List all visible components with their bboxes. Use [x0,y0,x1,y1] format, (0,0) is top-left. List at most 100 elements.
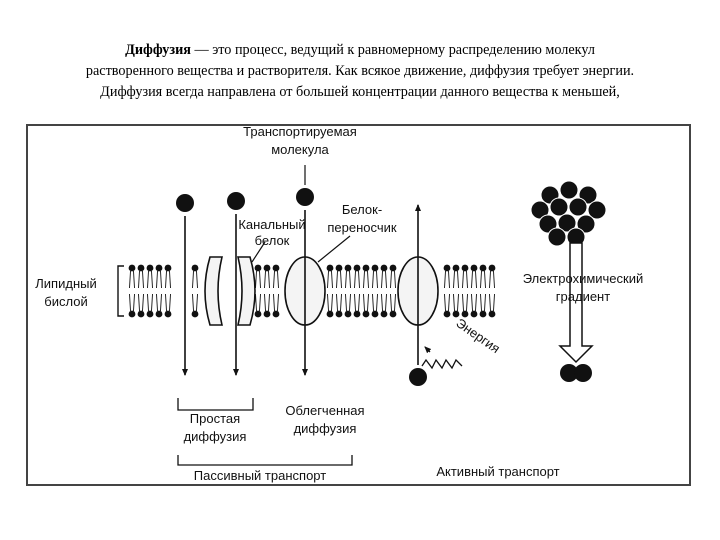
intro-line-3: Диффузия всегда направлена от большей ко… [100,84,620,100]
lipid-head [389,310,397,318]
lipid-tail [372,293,378,312]
lipid-head [470,310,478,318]
lipid-head [470,264,478,272]
lipid-tail [381,293,387,312]
lipid-head [380,310,388,318]
lipid-bilayer [128,264,496,318]
lipid-head [263,310,271,318]
lipid-tail [336,270,342,289]
label-molecule-1: Транспортируемая [243,124,357,139]
lipid-tail [354,270,360,289]
lipid-head [371,310,379,318]
cluster-molecule [538,214,558,234]
lipid-head [479,310,487,318]
lipid-head [254,264,262,272]
lipid-tail [165,270,171,289]
molecule-gradient-1 [560,364,578,382]
label-channel-1: Канальный [238,217,305,232]
label-carrier-1: Белок- [342,202,382,217]
lipid-head [389,264,397,272]
lipid-tail [363,293,369,312]
lipid-tail [129,293,135,312]
label-passive-transport: Пассивный транспорт [194,468,326,483]
lipid-tail [444,270,450,289]
lipid-tail [390,293,396,312]
lipid-head [362,264,370,272]
lipid-head [155,310,163,318]
lipid-tail [462,293,468,312]
figure-frame [26,124,691,486]
label-active-transport: Активный транспорт [436,464,559,479]
lipid-tail [255,293,261,312]
lipid-head [353,264,361,272]
label-simple-1: Простая [190,411,240,426]
cluster-molecule [547,227,567,247]
label-energy: Энергия [453,315,503,356]
lipid-tail [327,270,333,289]
lipid-head [326,264,334,272]
molecule-gradient-2 [574,364,592,382]
channel-protein-left [204,256,224,326]
intro-paragraph: Диффузия — это процесс, ведущий к равном… [20,40,700,103]
lipid-tail [363,270,369,289]
cluster-molecule [549,197,569,217]
molecule-cluster [530,180,607,247]
lipid-tail [453,270,459,289]
lipid-head [272,310,280,318]
lipid-tail [480,293,486,312]
bilayer-bracket [117,265,124,317]
lipid-head [164,310,172,318]
lipid-tail [255,270,261,289]
label-molecule-2: молекула [271,142,329,157]
lipid-tail [489,293,495,312]
lipid-head [443,264,451,272]
lipid-tail [156,270,162,289]
label-carrier-2: переносчик [327,220,397,235]
channel-protein-right [236,256,256,326]
lipid-tail [192,293,198,312]
lipid-head [146,264,154,272]
label-gradient-1: Электрохимический [523,271,644,286]
lipid-tail [372,270,378,289]
label-gradient-2: градиент [556,289,610,304]
bracket-passive [177,455,353,466]
bracket-simple [177,398,254,411]
lipid-tail [381,270,387,289]
intro-line-2: растворенного вещества и растворителя. К… [85,63,635,79]
cluster-molecule [568,197,588,217]
lipid-head [128,264,136,272]
lipid-head [443,310,451,318]
lipid-tail [327,293,333,312]
lipid-head [362,310,370,318]
label-bilayer-2: бислой [44,294,87,309]
lipid-head [155,264,163,272]
lipid-tail [489,270,495,289]
molecule-simple [176,194,194,212]
lipid-head [461,310,469,318]
lipid-tail [453,293,459,312]
lipid-head [461,264,469,272]
lipid-head [272,264,280,272]
lipid-head [326,310,334,318]
lipid-tail [147,293,153,312]
lipid-head [488,264,496,272]
cluster-molecule [559,180,579,200]
lipid-head [254,310,262,318]
lipid-tail [138,270,144,289]
molecule-carrier [296,188,314,206]
lipid-tail [273,270,279,289]
lipid-tail [264,293,270,312]
lipid-head [191,310,199,318]
lipid-tail [336,293,342,312]
lipid-tail [129,270,135,289]
label-bilayer-1: Липидный [35,276,96,291]
pointer-channel [251,241,266,263]
pointer-carrier [317,235,351,263]
lipid-head [137,310,145,318]
lipid-head [335,264,343,272]
lipid-head [371,264,379,272]
lipid-head [452,264,460,272]
intro-line-1: — это процесс, ведущий к равномерному ра… [190,42,595,58]
label-channel-2: белок [255,233,290,248]
lipid-head [479,264,487,272]
